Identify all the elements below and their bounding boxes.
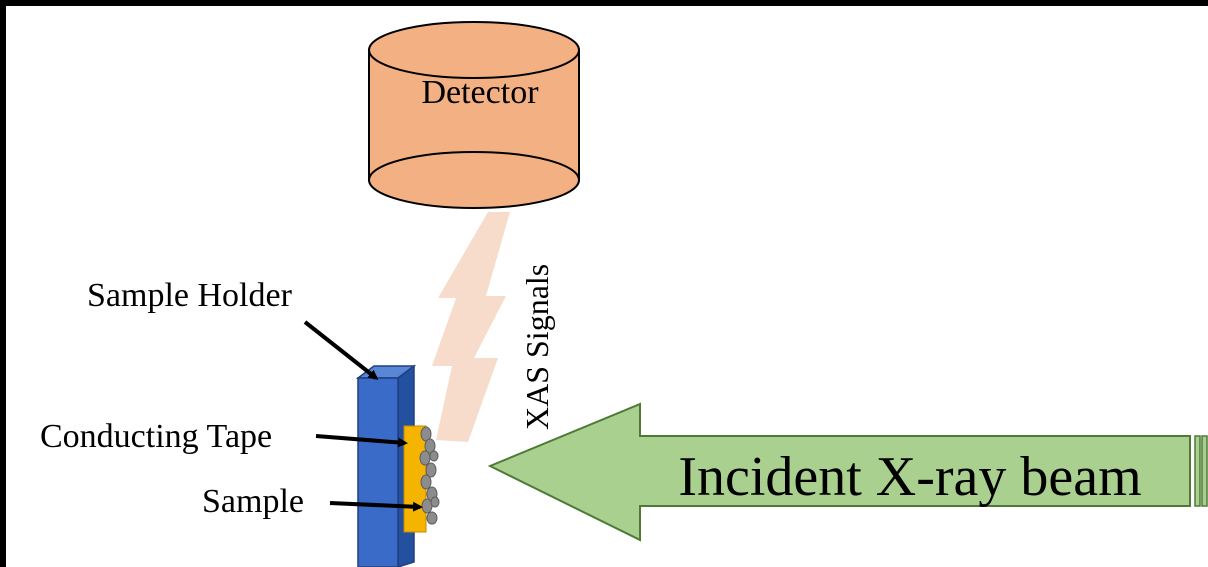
xas-signals-label: XAS Signals	[519, 264, 555, 430]
sample-dot	[424, 438, 436, 454]
sample-dot	[429, 450, 439, 462]
sample-dot	[421, 498, 433, 514]
sample-dot	[419, 450, 431, 466]
beam-label: Incident X-ray beam	[678, 446, 1141, 508]
incident-beam-arrow: Incident X-ray beam	[487, 402, 1208, 542]
detector-bottom-rim	[368, 151, 580, 181]
sample-holder-arrow	[303, 320, 379, 380]
sample-dot	[420, 474, 432, 490]
beam-arrow-shape	[487, 402, 1191, 542]
sample-dot	[430, 496, 440, 508]
sample-label: Sample	[202, 483, 304, 520]
detector-top	[368, 21, 580, 79]
sample-dot	[425, 462, 437, 478]
conducting-tape-label: Conducting Tape	[40, 418, 272, 455]
xas-signal-bolt	[432, 212, 510, 442]
conducting-tape-arrow	[315, 434, 408, 448]
detector-cylinder: Detector	[368, 21, 580, 209]
sample-dot	[426, 511, 438, 525]
sample-particles	[419, 426, 440, 525]
detector-label: Detector	[421, 74, 539, 111]
detector-body	[368, 49, 580, 209]
beam-tail-bar	[1194, 435, 1201, 507]
holder-front-face	[357, 377, 399, 567]
sample-arrow	[329, 501, 423, 512]
beam-tail-bar	[1201, 435, 1208, 507]
sample-holder-label: Sample Holder	[87, 277, 293, 314]
